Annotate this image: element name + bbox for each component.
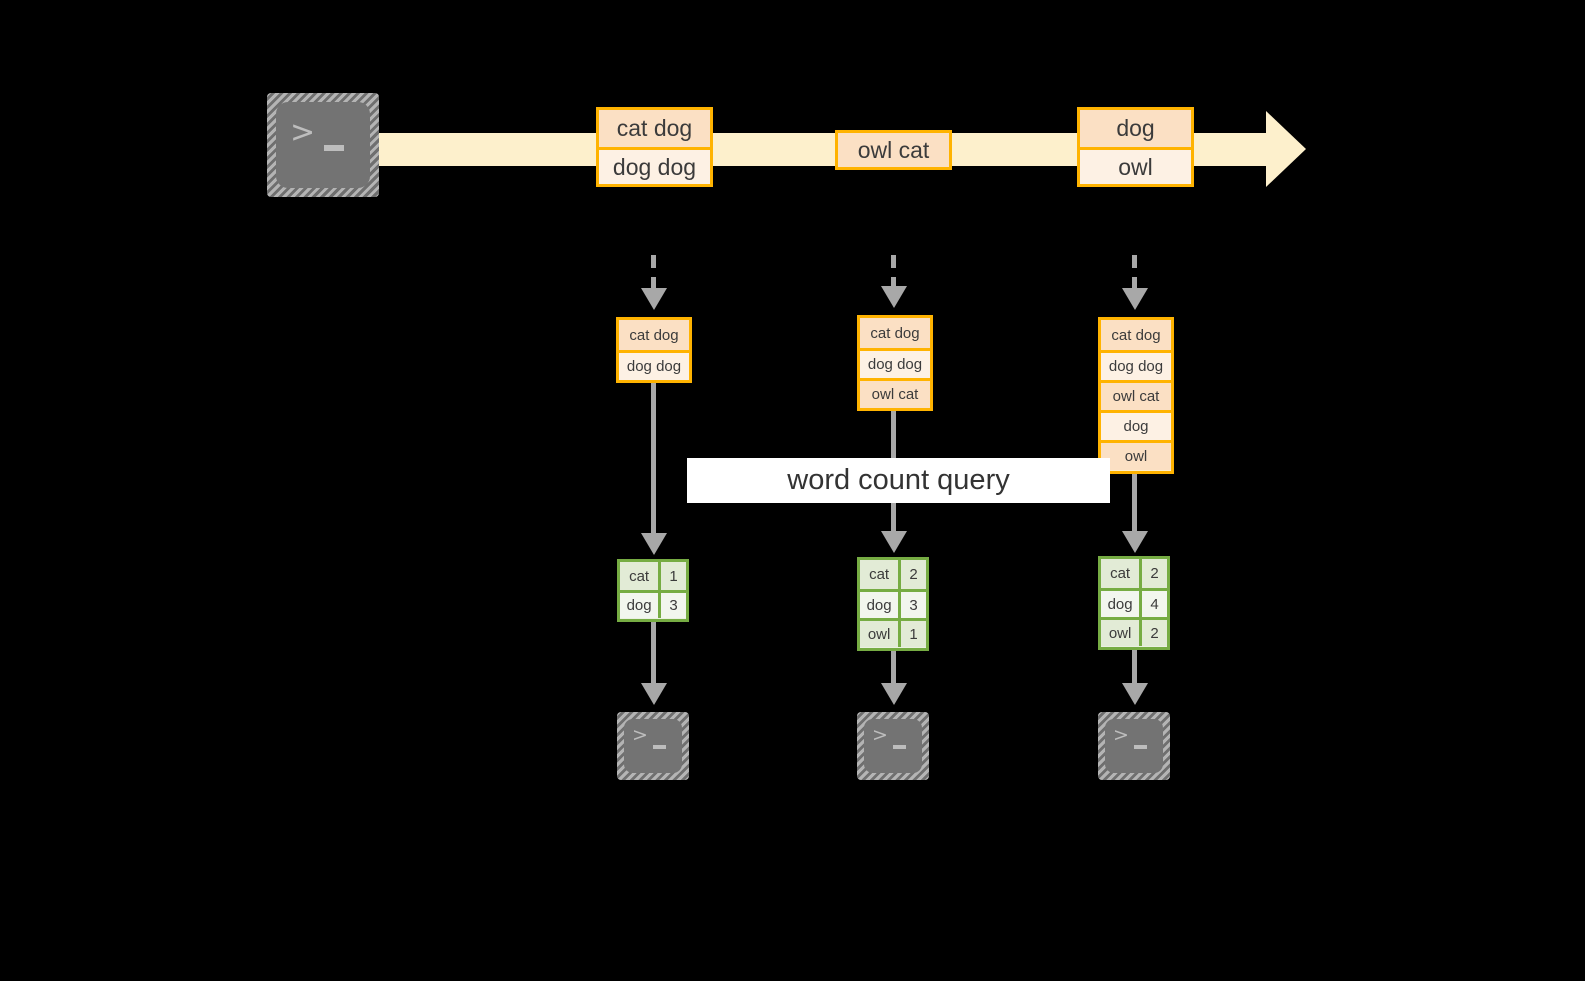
state-2-input-row: cat dog — [860, 318, 930, 348]
terminal-screen: > — [624, 719, 682, 773]
state-3-query-arrowhead — [1122, 531, 1148, 553]
state-3-input-table[interactable]: cat dog dog dog owl cat dog owl — [1098, 317, 1174, 474]
stream-batch-2-line-1: owl cat — [838, 133, 949, 167]
state-2-sink-terminal-icon[interactable]: > — [857, 712, 929, 780]
result-word-cell: cat — [620, 562, 662, 590]
state-1-query-arrowhead — [641, 533, 667, 555]
result-count-cell: 1 — [661, 562, 686, 590]
state-2-query-arrowhead — [881, 531, 907, 553]
terminal-prompt-chevron: > — [290, 115, 316, 150]
batch-1-to-state-1-dashed-line — [651, 255, 656, 291]
result-count-cell: 4 — [1142, 591, 1167, 617]
query-label-band: word count query — [687, 458, 1110, 503]
result-word-cell: dog — [860, 592, 902, 618]
terminal-prompt-chevron: > — [872, 724, 888, 746]
state-3-query-line — [1132, 474, 1137, 534]
state-3-result-row: cat 2 — [1101, 559, 1167, 588]
terminal-prompt-chevron: > — [632, 724, 648, 746]
result-word-cell: dog — [620, 593, 662, 618]
terminal-screen: > — [276, 102, 370, 188]
state-2-result-row: cat 2 — [860, 560, 926, 589]
batch-3-to-state-3-dashed-line — [1132, 255, 1137, 291]
state-1-input-row: cat dog — [619, 320, 689, 350]
result-word-cell: cat — [1101, 559, 1143, 588]
result-count-cell: 2 — [901, 560, 926, 589]
state-3-sink-terminal-icon[interactable]: > — [1098, 712, 1170, 780]
result-word-cell: dog — [1101, 591, 1143, 617]
state-1-query-line — [651, 383, 656, 536]
state-2-input-row: owl cat — [860, 378, 930, 408]
result-word-cell: owl — [1101, 620, 1143, 646]
state-1-sink-arrowhead — [641, 683, 667, 705]
state-2-result-table[interactable]: cat 2 dog 3 owl 1 — [857, 557, 929, 651]
state-2-input-table[interactable]: cat dog dog dog owl cat — [857, 315, 933, 411]
result-word-cell: cat — [860, 560, 902, 589]
batch-2-to-state-2-arrowhead — [881, 286, 907, 308]
terminal-screen: > — [1105, 719, 1163, 773]
result-count-cell: 1 — [901, 621, 926, 647]
batch-1-to-state-1-arrowhead — [641, 288, 667, 310]
state-3-input-row: cat dog — [1101, 320, 1171, 350]
state-2-result-row: owl 1 — [860, 618, 926, 647]
query-label: word count query — [787, 464, 1010, 496]
state-3-result-table[interactable]: cat 2 dog 4 owl 2 — [1098, 556, 1170, 650]
state-3-input-row: dog dog — [1101, 350, 1171, 380]
batch-3-to-state-3-arrowhead — [1122, 288, 1148, 310]
state-1-sink-line — [651, 622, 656, 685]
result-word-cell: owl — [860, 621, 902, 647]
result-count-cell: 2 — [1142, 559, 1167, 588]
terminal-cursor — [1134, 745, 1147, 749]
state-3-result-row: dog 4 — [1101, 588, 1167, 617]
state-3-input-row: owl — [1101, 440, 1171, 470]
state-1-result-table[interactable]: cat 1 dog 3 — [617, 559, 689, 622]
terminal-cursor — [324, 145, 344, 151]
stream-batch-1-line-1: cat dog — [599, 110, 710, 147]
stream-batch-3-line-2: owl — [1080, 147, 1191, 184]
batch-2-to-state-2-dashed-line — [891, 255, 896, 289]
state-1-input-table[interactable]: cat dog dog dog — [616, 317, 692, 383]
state-2-sink-line — [891, 651, 896, 685]
result-count-cell: 3 — [901, 592, 926, 618]
stream-batch-1[interactable]: cat dog dog dog — [596, 107, 713, 187]
terminal-screen: > — [864, 719, 922, 773]
stream-batch-2[interactable]: owl cat — [835, 130, 952, 170]
terminal-cursor — [653, 745, 666, 749]
state-2-result-row: dog 3 — [860, 589, 926, 618]
result-count-cell: 3 — [661, 593, 686, 618]
source-terminal-icon[interactable]: > — [267, 93, 379, 197]
state-3-input-row: owl cat — [1101, 380, 1171, 410]
state-1-sink-terminal-icon[interactable]: > — [617, 712, 689, 780]
terminal-prompt-chevron: > — [1113, 724, 1129, 746]
state-1-input-row: dog dog — [619, 350, 689, 380]
state-3-result-row: owl 2 — [1101, 617, 1167, 646]
stream-batch-3-line-1: dog — [1080, 110, 1191, 147]
state-2-sink-arrowhead — [881, 683, 907, 705]
state-1-result-row: dog 3 — [620, 590, 686, 618]
state-3-input-row: dog — [1101, 410, 1171, 440]
stream-batch-1-line-2: dog dog — [599, 147, 710, 184]
state-3-sink-line — [1132, 650, 1137, 685]
state-3-sink-arrowhead — [1122, 683, 1148, 705]
state-2-input-row: dog dog — [860, 348, 930, 378]
terminal-cursor — [893, 745, 906, 749]
stream-batch-3[interactable]: dog owl — [1077, 107, 1194, 187]
state-1-result-row: cat 1 — [620, 562, 686, 590]
input-stream-arrow-head — [1266, 111, 1306, 187]
result-count-cell: 2 — [1142, 620, 1167, 646]
